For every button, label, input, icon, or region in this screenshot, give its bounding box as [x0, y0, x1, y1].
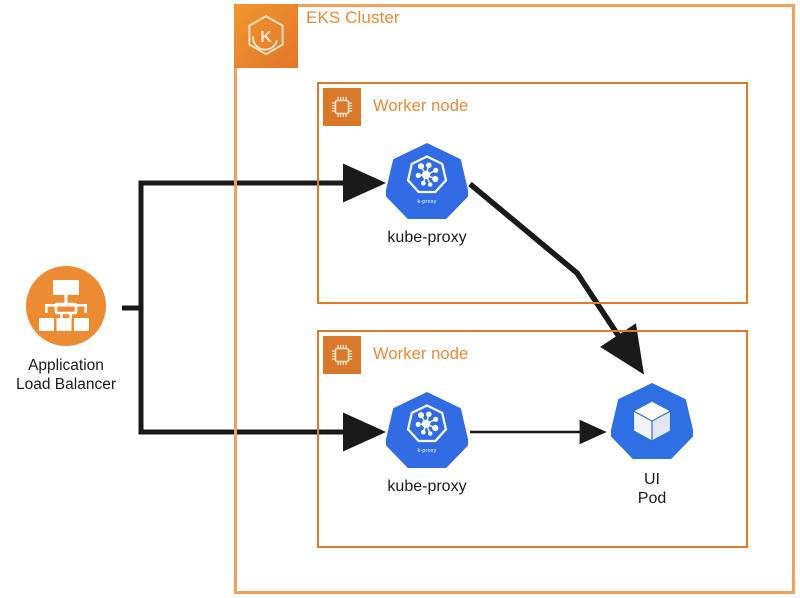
- cpu-chip-icon: [331, 96, 353, 118]
- ui-pod-label: UI Pod: [637, 471, 667, 507]
- connector-alb-to-kube-proxy-2: [138, 308, 387, 452]
- application-load-balancer-icon: [26, 266, 106, 346]
- application-load-balancer-label: Application Load Balancer: [16, 357, 116, 393]
- eks-hexagon-k-icon: K: [248, 15, 284, 56]
- application-load-balancer[interactable]: Application Load Balancer: [6, 263, 126, 394]
- connector-alb-to-kube-proxy-1: [138, 163, 387, 308]
- worker-node-2-container: [317, 330, 748, 548]
- cpu-chip-icon: [331, 344, 353, 366]
- kube-proxy-node-1[interactable]: k-proxy kube-proxy: [386, 140, 468, 247]
- eks-cluster-container: [234, 4, 795, 594]
- kube-proxy-node-2[interactable]: k-proxy kube-proxy: [386, 389, 468, 496]
- kube-proxy-1-label: kube-proxy: [387, 229, 467, 246]
- kube-proxy-icon-text: k-proxy: [417, 448, 436, 454]
- kube-proxy-icon-text: k-proxy: [417, 199, 436, 205]
- kube-proxy-2-label: kube-proxy: [387, 478, 467, 495]
- eks-cluster-label: EKS Cluster: [306, 8, 400, 27]
- worker-node-1-icon: [323, 88, 361, 126]
- worker-node-2-icon: [323, 336, 361, 374]
- kubernetes-pod-cube-icon: [611, 383, 693, 459]
- kubernetes-kube-proxy-icon: k-proxy: [386, 143, 468, 219]
- kubernetes-kube-proxy-icon: k-proxy: [386, 392, 468, 468]
- ui-pod-node[interactable]: UI Pod: [611, 380, 693, 508]
- eks-cluster-icon: K: [234, 4, 298, 68]
- worker-node-2-label: Worker node: [373, 345, 469, 363]
- connector-kube-proxy-1-to-ui-pod: [468, 181, 645, 375]
- worker-node-1-label: Worker node: [373, 97, 469, 115]
- worker-node-1-container: [317, 82, 748, 304]
- svg-text:K: K: [260, 29, 272, 46]
